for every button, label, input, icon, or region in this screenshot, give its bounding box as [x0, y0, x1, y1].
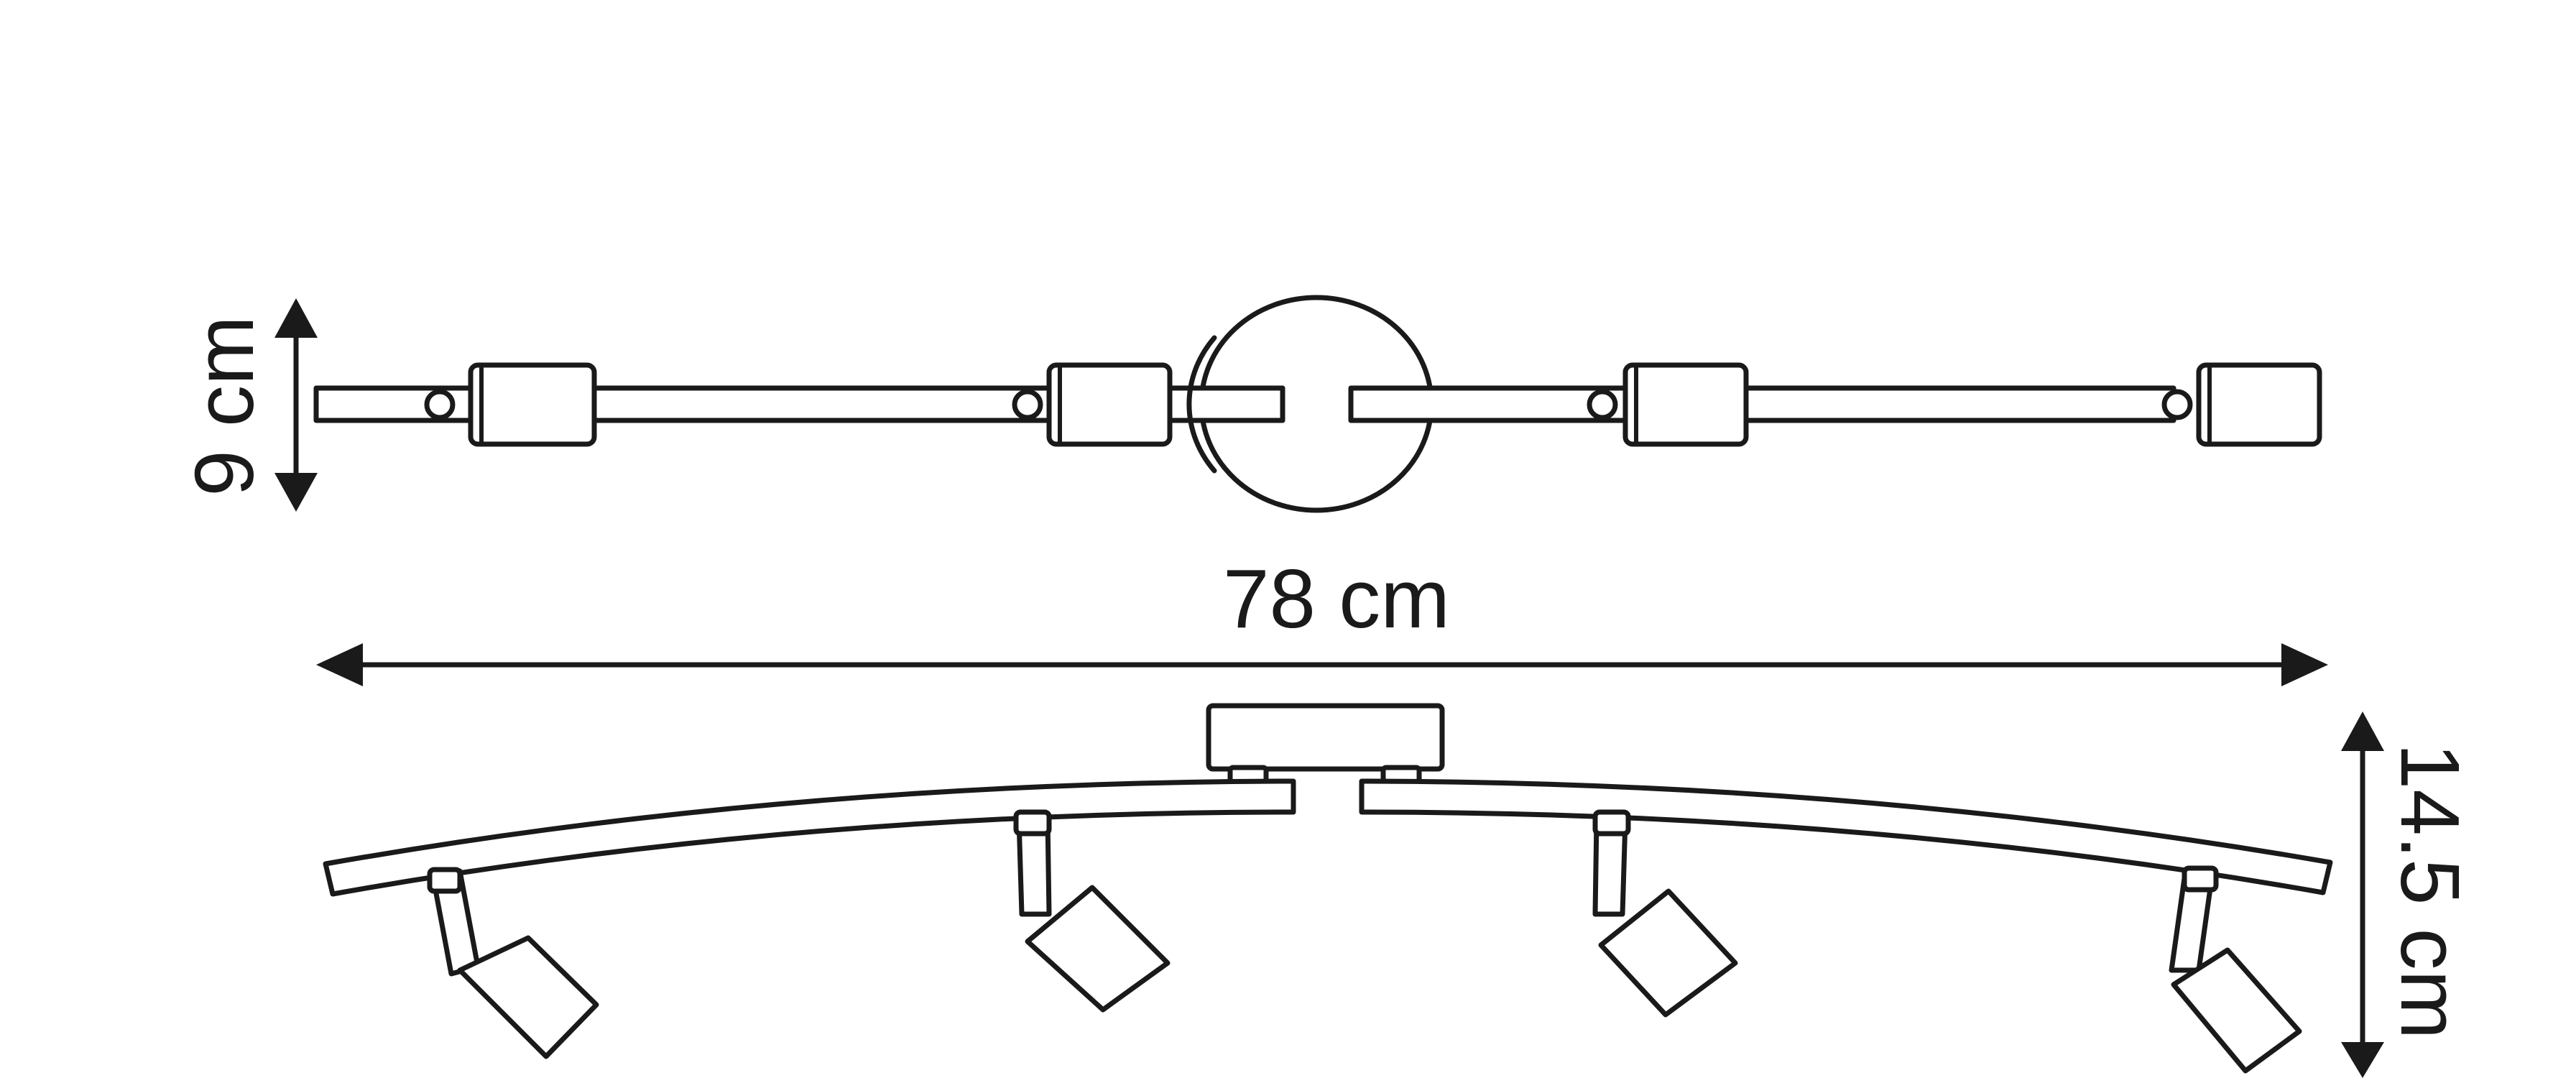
width-dimension: 78 cm: [316, 552, 2328, 686]
width-label: 78 cm: [1223, 552, 1450, 645]
height-label: 14.5 cm: [2383, 743, 2477, 1040]
front-view: [323, 703, 2333, 1074]
top-view-bar-right: [1348, 385, 2176, 423]
front-view-bar-left: [323, 778, 1296, 897]
front-view-spot-1: [427, 867, 599, 1059]
top-view-spot-4: [2161, 362, 2322, 447]
front-view-spot-2: [1013, 809, 1171, 1013]
top-view-canopy-arc: [1186, 335, 1217, 474]
top-view-spot-3: [1587, 362, 1749, 447]
front-view-bar-right: [1359, 778, 2333, 895]
front-view-spot-3: [1592, 809, 1738, 1018]
height-dimension: 14.5 cm: [2341, 711, 2477, 1078]
top-view-spot-2: [1012, 362, 1173, 447]
front-view-canopy: [1206, 703, 1445, 772]
top-view: [313, 295, 2322, 513]
depth-label: 9 cm: [177, 315, 271, 496]
top-view-spot-1: [424, 362, 597, 447]
front-view-spot-4: [2169, 865, 2302, 1074]
depth-dimension: 9 cm: [177, 298, 318, 512]
